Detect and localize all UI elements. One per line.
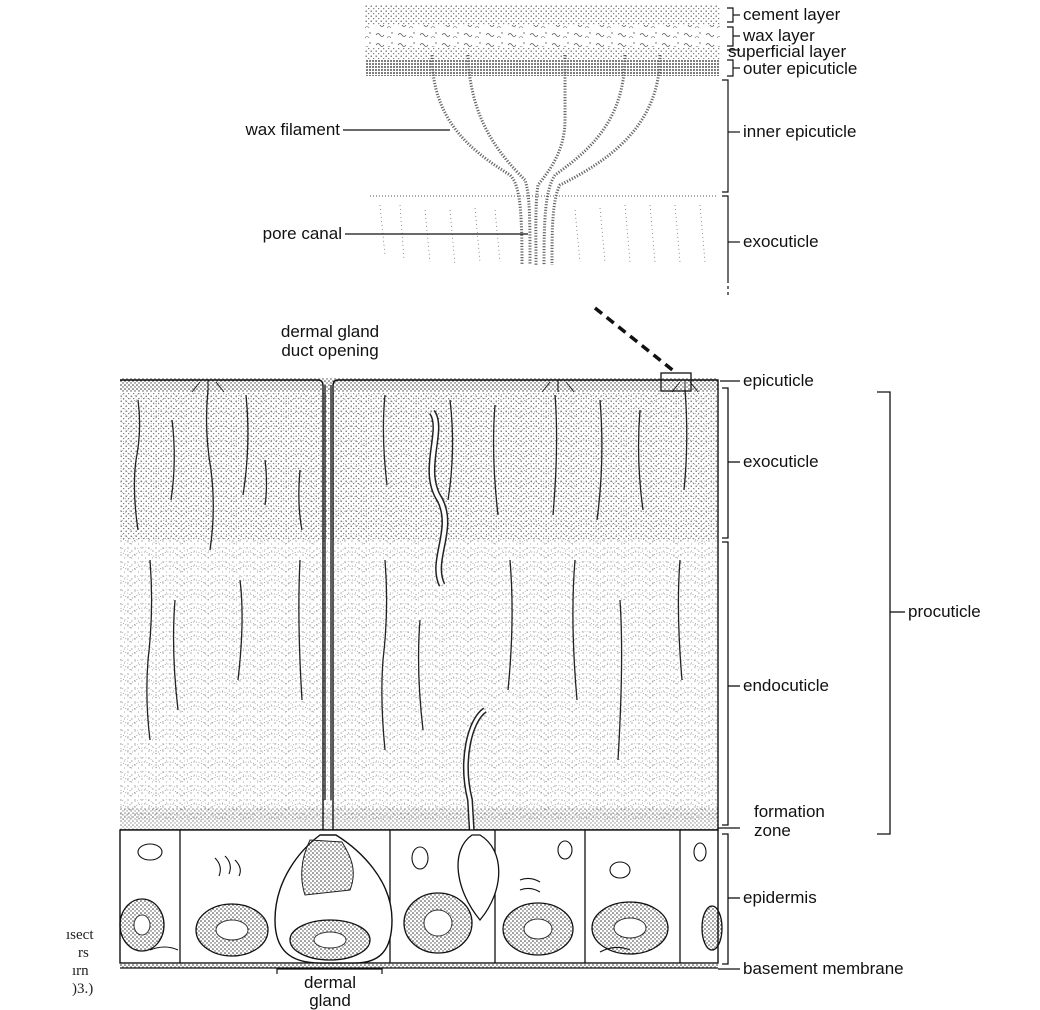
label-outer-epicuticle: outer epicuticle bbox=[743, 60, 857, 77]
label-formation-zone-line2: zone bbox=[754, 822, 791, 839]
caption-fragment-2: rs bbox=[78, 944, 89, 962]
label-dermal-gland-duct-opening-line1: dermal gland bbox=[240, 323, 420, 340]
label-endocuticle: endocuticle bbox=[743, 677, 829, 694]
label-epidermis: epidermis bbox=[743, 889, 817, 906]
label-epicuticle: epicuticle bbox=[743, 372, 814, 389]
label-superficial-layer: superficial layer bbox=[728, 43, 846, 60]
label-pore-canal: pore canal bbox=[180, 225, 342, 242]
label-wax-filament: wax filament bbox=[180, 121, 340, 138]
label-inner-epicuticle: inner epicuticle bbox=[743, 123, 856, 140]
label-dermal-gland-duct-opening-line2: duct opening bbox=[240, 342, 420, 359]
label-basement-membrane: basement membrane bbox=[743, 960, 904, 977]
caption-fragment-4: )3.) bbox=[72, 980, 93, 998]
label-formation-zone-line1: formation bbox=[754, 803, 825, 820]
label-procuticle: procuticle bbox=[908, 603, 981, 620]
label-exocuticle: exocuticle bbox=[743, 453, 819, 470]
top-inset bbox=[343, 5, 740, 372]
caption-fragment-3: ırn bbox=[72, 962, 89, 980]
label-dermal-gland-line1: dermal bbox=[280, 974, 380, 991]
label-cement-layer: cement layer bbox=[743, 6, 840, 23]
label-dermal-gland-line2: gland bbox=[280, 992, 380, 1009]
caption-fragment-1: ısect bbox=[66, 926, 94, 944]
label-exocuticle-inset: exocuticle bbox=[743, 233, 819, 250]
